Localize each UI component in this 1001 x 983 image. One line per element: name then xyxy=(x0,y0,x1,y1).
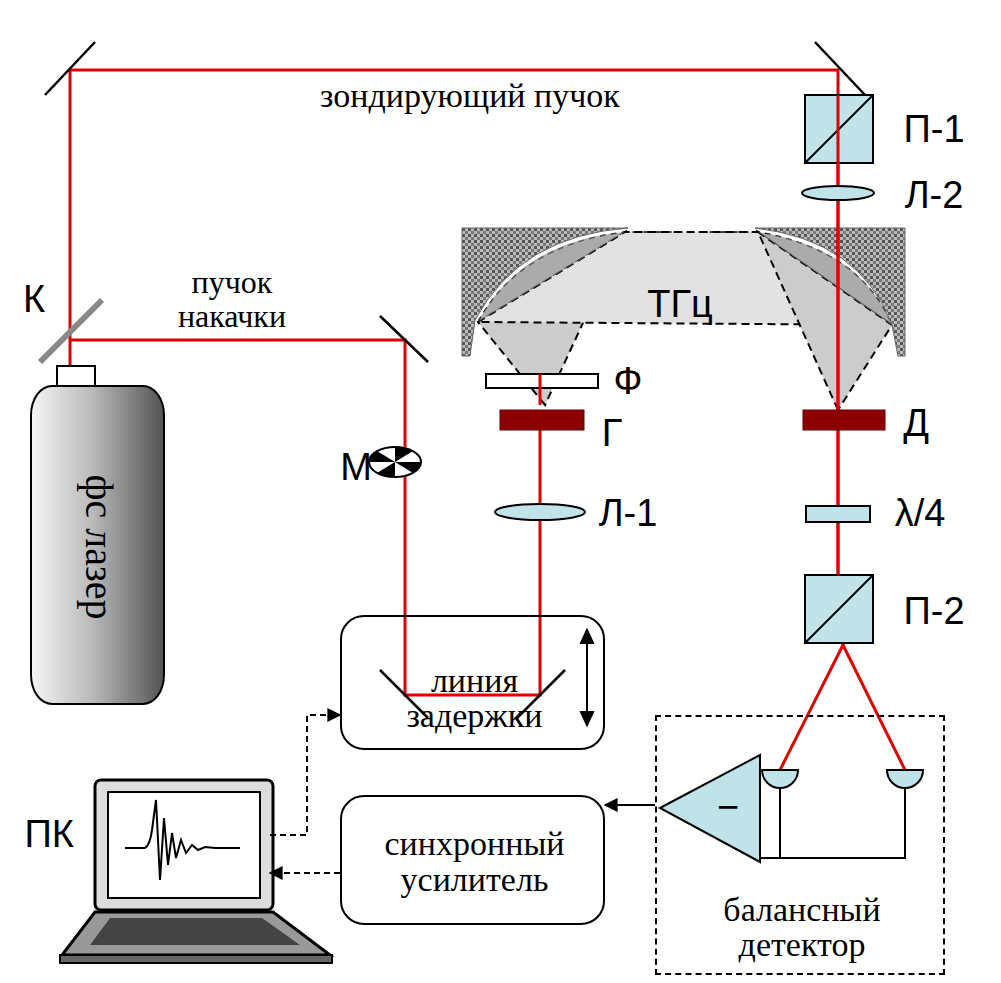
mirror xyxy=(380,316,428,362)
mirror xyxy=(45,42,95,95)
text-label: фс лазер xyxy=(79,475,121,620)
laser-body: фс лазер xyxy=(30,385,165,705)
text-label: К xyxy=(23,280,45,320)
text-label: Л-1 xyxy=(599,494,658,534)
text-label: Д xyxy=(903,404,929,444)
text-label: λ/4 xyxy=(895,494,946,534)
mirror xyxy=(815,42,865,95)
text-label: ПК xyxy=(25,815,74,855)
detector-crystal xyxy=(803,410,885,430)
detector-wiring xyxy=(760,788,905,858)
photodiode xyxy=(762,770,923,788)
text-label: П-2 xyxy=(903,592,964,632)
filter xyxy=(486,374,598,388)
text-label: зондирующий пучок xyxy=(320,78,620,114)
generator-crystal xyxy=(500,410,584,430)
signal-connector xyxy=(270,715,340,835)
waveplate xyxy=(806,506,870,522)
signal-connector xyxy=(270,872,340,874)
difference-amplifier xyxy=(660,755,760,862)
text-label: линия задержки xyxy=(365,663,585,734)
lockin-box: синхронный усилитель xyxy=(340,795,605,925)
parabolic-mirror xyxy=(755,228,905,356)
chopper xyxy=(369,447,421,477)
text-label: ТГц xyxy=(647,285,713,325)
pc-box: ПК xyxy=(100,785,270,905)
text-label: Г xyxy=(602,414,623,454)
text-label: пучок накачки xyxy=(147,266,317,333)
probe-beam xyxy=(70,70,838,575)
text-label: синхронный усилитель xyxy=(360,826,590,897)
signal-connector xyxy=(605,804,655,806)
text-label: П-1 xyxy=(903,110,964,150)
polarizer xyxy=(805,575,873,643)
translation-arrow xyxy=(581,630,593,725)
delay-line-box: линия задержки xyxy=(340,615,605,750)
text-label: М xyxy=(340,448,372,488)
lens xyxy=(495,504,585,520)
text-label: Ф xyxy=(614,362,643,402)
text-label: − xyxy=(717,788,739,828)
text-label: Л-2 xyxy=(905,176,964,216)
balanced-detector-box: балансный детектор xyxy=(655,715,945,975)
parabolic-mirror xyxy=(462,228,628,356)
text-label: балансный детектор xyxy=(687,892,917,963)
laptop xyxy=(60,780,332,963)
beam-splitter xyxy=(40,300,102,362)
lens xyxy=(802,186,874,200)
laser-aperture xyxy=(57,366,95,386)
